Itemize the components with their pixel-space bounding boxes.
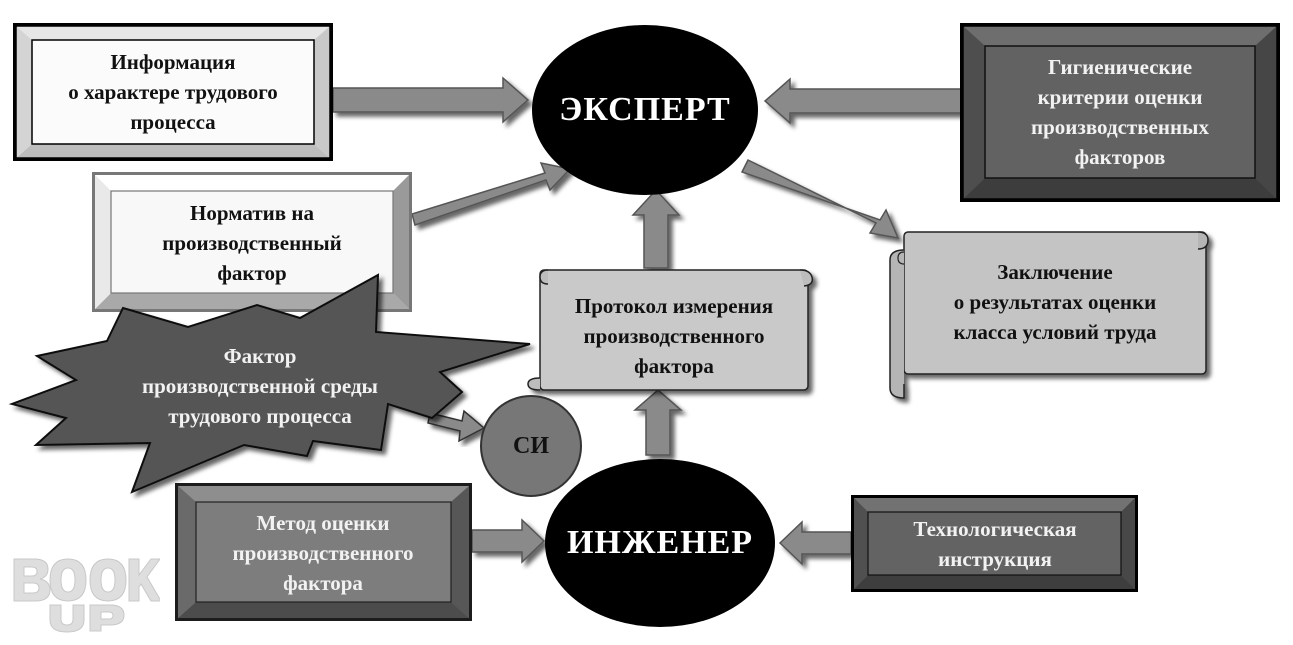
- conclusion-label: Заключение о результатах оценки класса у…: [953, 259, 1157, 344]
- protocol-label: Протокол измерения производственного фак…: [574, 293, 774, 378]
- arrow-factor-to-si: [427, 409, 486, 443]
- factor-label: Фактор производственной среды трудового …: [142, 343, 378, 428]
- arrow-expert-to-conclusion: [740, 158, 900, 239]
- tech-label: Технологическая инструкция: [913, 517, 1077, 571]
- method-label: Метод оценки производственного фактора: [232, 510, 414, 595]
- arrow-info-to-expert: [332, 76, 530, 124]
- hygiene-label: Гигиенические критерии оценки производст…: [1031, 55, 1209, 169]
- starburst-factor: [8, 273, 531, 494]
- engineer-node: [545, 459, 775, 627]
- box-method: [175, 483, 472, 621]
- expert-node: [532, 25, 758, 195]
- scroll-protocol: [527, 269, 814, 391]
- expert-label: ЭКСПЕРТ: [559, 91, 731, 128]
- bookup-watermark-logo: [13, 558, 160, 633]
- info-label: Информация о характере трудового процесс…: [68, 50, 278, 134]
- box-hygiene: [960, 23, 1280, 202]
- box-norm: [92, 172, 412, 312]
- si-label: СИ: [513, 433, 549, 459]
- arrow-tech-to-engineer: [778, 520, 852, 566]
- scroll-conclusion: [889, 231, 1209, 399]
- si-node: [480, 395, 582, 497]
- arrow-norm-to-expert: [411, 161, 572, 226]
- norm-label: Норматив на производственный фактор: [162, 201, 342, 285]
- engineer-label: ИНЖЕНЕР: [566, 524, 754, 561]
- arrow-engineer-to-protocol: [632, 389, 684, 456]
- box-tech: [851, 495, 1138, 592]
- box-info: [13, 23, 333, 161]
- arrow-protocol-to-expert: [631, 188, 681, 269]
- arrow-method-to-engineer: [471, 518, 546, 564]
- arrow-hygiene-to-expert: [763, 77, 963, 125]
